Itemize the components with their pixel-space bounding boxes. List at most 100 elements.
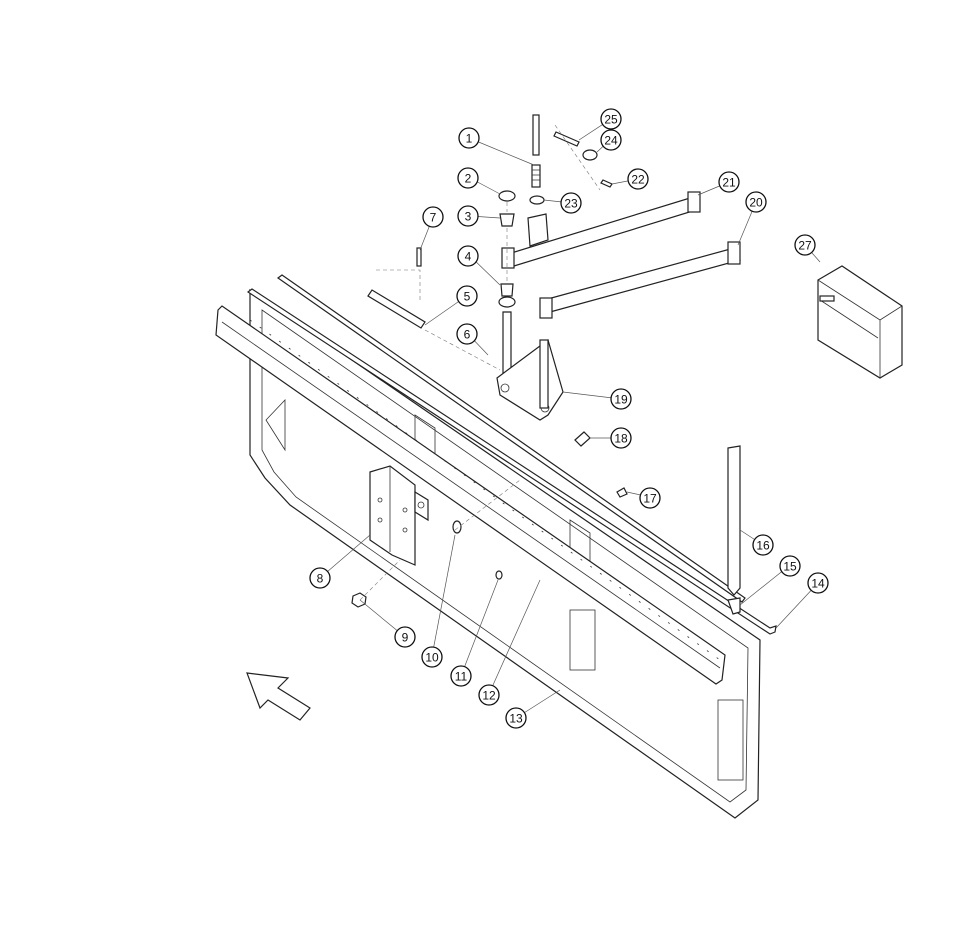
callout-label: 12 <box>482 689 496 703</box>
callout-label: 22 <box>631 173 645 187</box>
callout-label: 24 <box>604 134 618 148</box>
callout-19: 19 <box>610 388 632 410</box>
callout-label: 15 <box>783 560 797 574</box>
callout-10: 10 <box>421 646 443 668</box>
cotter-22 <box>600 179 613 188</box>
callout-12: 12 <box>478 684 500 706</box>
callout-circle <box>422 206 444 228</box>
callout-circle <box>457 205 479 227</box>
callout-circle <box>457 167 479 189</box>
thin-strip-lower <box>246 288 777 635</box>
callout-18: 18 <box>610 427 632 449</box>
pivot-bracket <box>496 311 564 421</box>
callout-circle <box>456 323 478 345</box>
bushing-4 <box>498 283 516 308</box>
rod-5 <box>367 289 426 329</box>
rivet-11 <box>495 570 503 580</box>
callout-label: 25 <box>604 113 618 127</box>
callout-16: 16 <box>752 534 774 556</box>
callout-circle <box>610 427 632 449</box>
callout-circle <box>610 388 632 410</box>
vertical-strap <box>727 445 741 596</box>
washer-23 <box>529 195 545 205</box>
callout-label: 27 <box>798 239 812 253</box>
bolt-18 <box>574 431 591 447</box>
callout-circle <box>807 572 829 594</box>
callout-14: 14 <box>807 572 829 594</box>
bushing-3 <box>499 213 515 227</box>
arm-21 <box>501 191 701 269</box>
callout-23: 23 <box>560 192 582 214</box>
callout-label: 7 <box>430 211 437 225</box>
callout-circle <box>457 245 479 267</box>
callout-circle <box>505 707 527 729</box>
cap-24 <box>582 149 598 161</box>
callout-circle <box>639 487 661 509</box>
callout-circle <box>456 285 478 307</box>
callout-label: 1 <box>466 132 473 146</box>
callout-label: 2 <box>465 172 472 186</box>
callout-4: 4 <box>457 245 479 267</box>
callout-9: 9 <box>394 626 416 648</box>
callout-circle <box>752 534 774 556</box>
callout-label: 10 <box>425 651 439 665</box>
bolt-17 <box>616 487 628 498</box>
arm-20 <box>539 241 741 319</box>
thin-strip-upper <box>276 274 746 603</box>
callout-15: 15 <box>779 555 801 577</box>
callout-27: 27 <box>794 234 816 256</box>
callout-circle <box>779 555 801 577</box>
callout-2: 2 <box>457 167 479 189</box>
callout-circle <box>458 127 480 149</box>
callout-circle <box>745 191 767 213</box>
callout-label: 17 <box>643 492 657 506</box>
callout-label: 8 <box>317 572 324 586</box>
callout-label: 14 <box>811 577 825 591</box>
callout-label: 23 <box>564 197 578 211</box>
callout-8: 8 <box>309 567 331 589</box>
callout-7: 7 <box>422 206 444 228</box>
callout-11: 11 <box>450 665 472 687</box>
callout-circle <box>718 171 740 193</box>
callout-label: 21 <box>722 176 736 190</box>
callout-circle <box>560 192 582 214</box>
callout-circle <box>394 626 416 648</box>
callout-6: 6 <box>456 323 478 345</box>
callout-circle <box>600 108 622 130</box>
callout-3: 3 <box>457 205 479 227</box>
callout-21: 21 <box>718 171 740 193</box>
callout-1: 1 <box>458 127 480 149</box>
callout-circle <box>450 665 472 687</box>
callout-circle <box>309 567 331 589</box>
rail-channel <box>215 305 726 685</box>
callout-13: 13 <box>505 707 527 729</box>
direction-arrow <box>246 672 311 721</box>
callout-24: 24 <box>600 129 622 151</box>
spring-rod <box>531 114 541 188</box>
callout-label: 13 <box>509 712 523 726</box>
callout-25: 25 <box>600 108 622 130</box>
callout-label: 6 <box>464 328 471 342</box>
callout-label: 4 <box>465 250 472 264</box>
washer-10 <box>452 520 462 534</box>
bracket-15 <box>727 597 741 615</box>
callout-20: 20 <box>745 191 767 213</box>
callout-group: 1234567891011121314151617181920212223242… <box>309 108 829 729</box>
washer-2 <box>498 190 516 202</box>
callout-label: 3 <box>465 210 472 224</box>
nut-9 <box>351 592 367 608</box>
callout-label: 5 <box>464 290 471 304</box>
callout-22: 22 <box>627 168 649 190</box>
callout-circle <box>478 684 500 706</box>
callout-label: 18 <box>614 432 628 446</box>
top-bracket <box>527 213 549 247</box>
callout-label: 16 <box>756 539 770 553</box>
pin-25 <box>553 131 580 147</box>
callout-label: 11 <box>455 670 468 684</box>
callout-circle <box>600 129 622 151</box>
callout-label: 9 <box>402 631 409 645</box>
callout-17: 17 <box>639 487 661 509</box>
callout-circle <box>627 168 649 190</box>
box-27 <box>817 265 903 379</box>
